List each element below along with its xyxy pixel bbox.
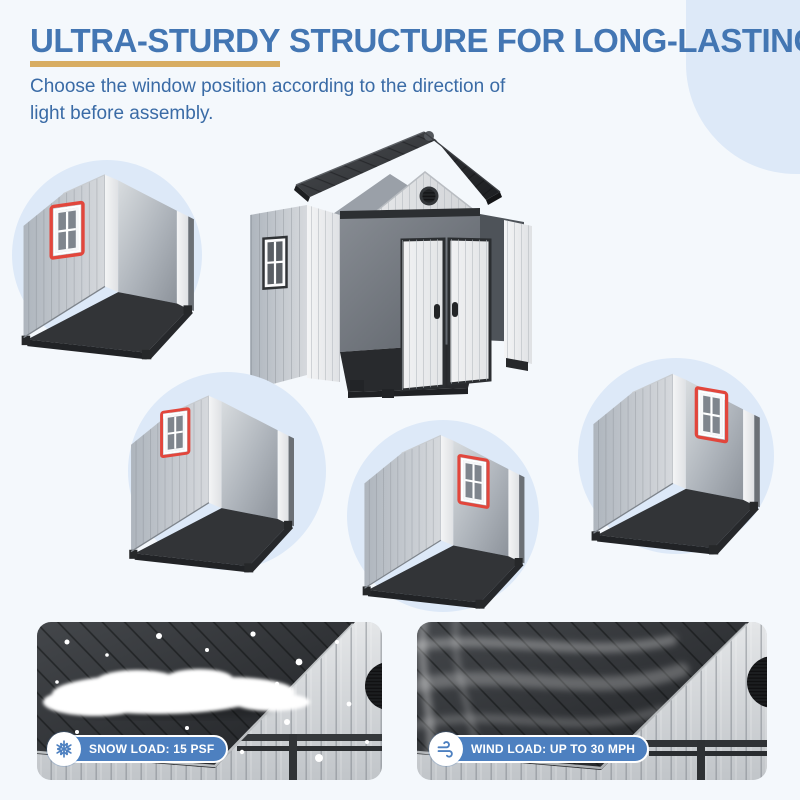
wind-load-badge: WIND LOAD: UP TO 30 MPH (429, 732, 650, 766)
shed-variant-2 (128, 395, 294, 574)
wind-icon (429, 732, 463, 766)
snow-pile (43, 669, 310, 719)
snowflake-icon (47, 732, 81, 766)
left-wall-window (262, 235, 288, 290)
window-highlight-4 (694, 385, 729, 444)
title-rest: STRUCTURE FOR LONG-LASTING (289, 22, 800, 59)
window-highlight-1 (49, 200, 85, 261)
page-subtitle: Choose the window position according to … (30, 76, 506, 124)
door-handle-right (452, 302, 458, 317)
title-highlight: ULTRA-STURDY (30, 22, 281, 67)
snow-load-label: SNOW LOAD: 15 PSF (61, 735, 229, 763)
wind-roof (417, 622, 749, 770)
left-wall (250, 205, 307, 390)
hero-exploded-shed (250, 131, 532, 398)
shed-variant-4 (590, 373, 760, 556)
shed-variant-1 (20, 174, 194, 360)
roof-panels (294, 131, 502, 205)
wind-load-label: WIND LOAD: UP TO 30 MPH (443, 735, 650, 763)
window-highlight-2 (160, 407, 191, 459)
photo-card-snow: SNOW LOAD: 15 PSF (37, 622, 382, 780)
door-handle-left (434, 304, 440, 319)
snow-load-badge: SNOW LOAD: 15 PSF (47, 732, 229, 766)
railing (632, 740, 767, 780)
photo-card-wind: WIND LOAD: UP TO 30 MPH (417, 622, 767, 780)
window-highlight-3 (457, 453, 490, 510)
railing (237, 734, 382, 780)
shed-variant-3 (362, 434, 526, 610)
double-doors (400, 237, 492, 392)
